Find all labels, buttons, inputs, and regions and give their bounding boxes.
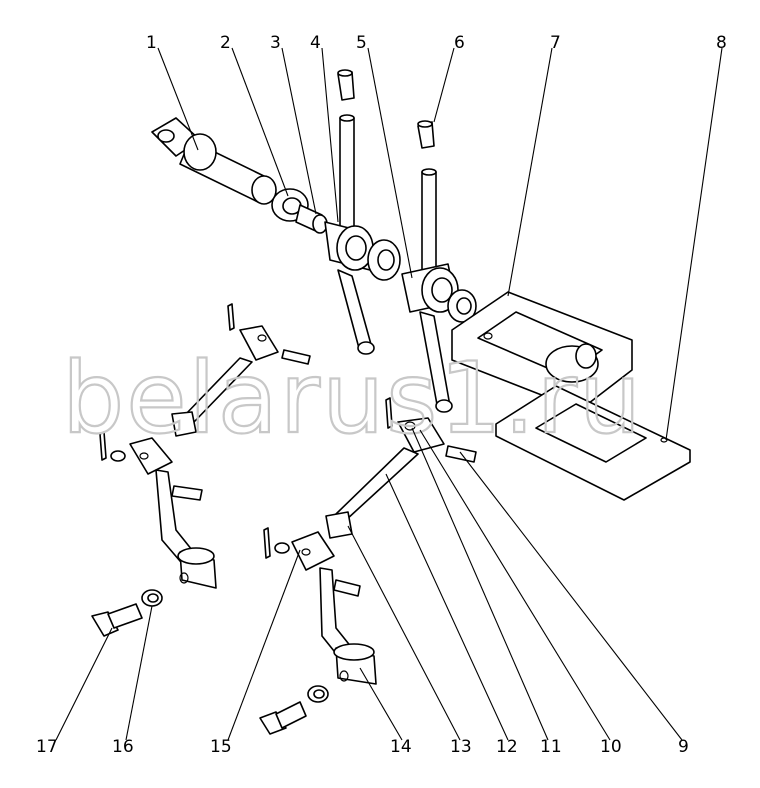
part-17-bolt-left	[91, 603, 143, 637]
callout-3: 3	[270, 33, 281, 53]
left-rod-linkage	[99, 303, 311, 589]
callout-5: 5	[356, 33, 367, 53]
part-6-knob-right	[417, 120, 435, 149]
leader-lines	[55, 47, 723, 741]
part-5-lever-hub	[401, 168, 459, 413]
callout-13: 13	[450, 737, 472, 757]
callout-8: 8	[716, 33, 727, 53]
watermark-text: belarus1.ru	[62, 342, 643, 456]
callout-11: 11	[540, 737, 562, 757]
part-7-guide-plate	[451, 291, 633, 411]
callout-1: 1	[146, 33, 157, 53]
callout-17: 17	[36, 737, 58, 757]
lock-washer-right	[307, 685, 329, 703]
callout-7: 7	[550, 33, 561, 53]
part-16-lock-washer	[141, 589, 163, 607]
callout-10: 10	[600, 737, 622, 757]
callout-2: 2	[220, 33, 231, 53]
callout-12: 12	[496, 737, 518, 757]
callout-labels: 1 2 3 4 5 6 7 8 9 10 11 12 13 14 15 16 1…	[36, 33, 727, 757]
callout-6: 6	[454, 33, 465, 53]
part-3-bushing	[295, 204, 328, 234]
washer-middle	[367, 239, 401, 281]
callout-4: 4	[310, 33, 321, 53]
part-1-shaft-with-lug	[151, 117, 277, 205]
callout-16: 16	[112, 737, 134, 757]
callout-14: 14	[390, 737, 412, 757]
washer-right	[447, 289, 477, 323]
callout-15: 15	[210, 737, 232, 757]
part-6-knob-left	[337, 69, 355, 101]
bolt-right	[259, 701, 307, 735]
part-4-lever-hub	[324, 114, 375, 355]
callout-9: 9	[678, 737, 689, 757]
part-8-base-plate	[495, 385, 691, 501]
